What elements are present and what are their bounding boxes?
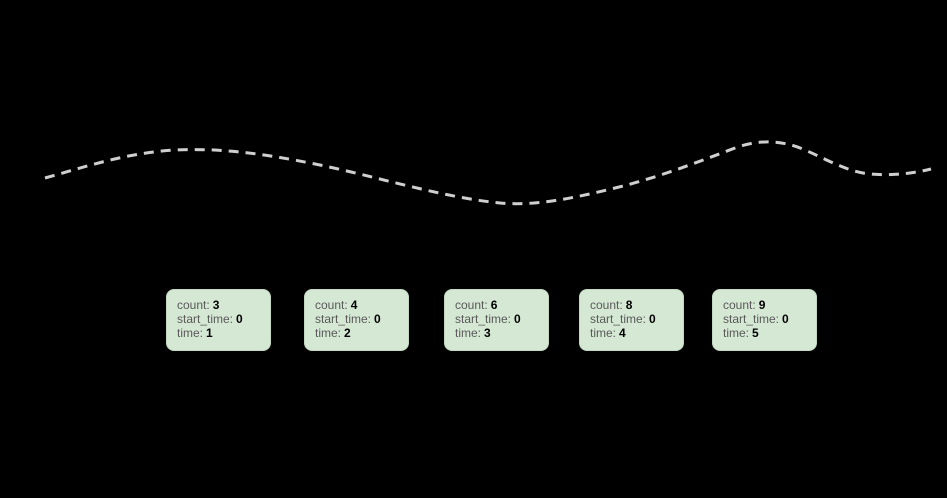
field-value: 0 xyxy=(514,312,521,326)
field-value: 4 xyxy=(350,298,358,312)
record-card-5: count:9 start_time:0 time:5 xyxy=(712,289,817,351)
field-label: time: xyxy=(455,326,482,340)
record-card-3: count:6 start_time:0 time:3 xyxy=(444,289,549,351)
field-label: count: xyxy=(590,298,623,312)
field-label: start_time: xyxy=(455,312,512,326)
record-line: count:3 xyxy=(177,298,264,312)
record-line: count:9 xyxy=(723,298,810,312)
record-line: start_time:0 xyxy=(455,312,542,326)
field-value: 0 xyxy=(374,312,381,326)
record-card-1: count:3 start_time:0 time:1 xyxy=(166,289,271,351)
record-card-4: count:8 start_time:0 time:4 xyxy=(579,289,684,351)
field-label: count: xyxy=(723,298,756,312)
record-line: start_time:0 xyxy=(590,312,677,326)
field-value: 2 xyxy=(344,326,351,340)
field-value: 3 xyxy=(484,326,491,340)
record-line: time:3 xyxy=(455,326,542,340)
field-label: time: xyxy=(723,326,750,340)
field-value: 5 xyxy=(752,326,759,340)
record-card-2: count:4 start_time:0 time:2 xyxy=(304,289,409,351)
field-label: time: xyxy=(590,326,617,340)
field-value: 9 xyxy=(758,298,766,312)
record-line: start_time:0 xyxy=(315,312,402,326)
field-label: start_time: xyxy=(315,312,372,326)
field-label: count: xyxy=(315,298,348,312)
record-line: time:4 xyxy=(590,326,677,340)
record-line: start_time:0 xyxy=(177,312,264,326)
field-value: 1 xyxy=(206,326,213,340)
record-line: count:8 xyxy=(590,298,677,312)
field-value: 0 xyxy=(649,312,656,326)
field-value: 0 xyxy=(236,312,243,326)
field-label: start_time: xyxy=(590,312,647,326)
field-value: 3 xyxy=(212,298,220,312)
dashed-curve xyxy=(44,140,932,206)
record-line: time:1 xyxy=(177,326,264,340)
field-label: count: xyxy=(177,298,210,312)
field-value: 0 xyxy=(782,312,789,326)
record-line: count:6 xyxy=(455,298,542,312)
field-label: count: xyxy=(455,298,488,312)
field-value: 8 xyxy=(625,298,633,312)
field-label: start_time: xyxy=(177,312,234,326)
record-line: start_time:0 xyxy=(723,312,810,326)
record-line: count:4 xyxy=(315,298,402,312)
field-value: 6 xyxy=(490,298,498,312)
field-label: time: xyxy=(177,326,204,340)
record-line: time:2 xyxy=(315,326,402,340)
record-line: time:5 xyxy=(723,326,810,340)
field-label: start_time: xyxy=(723,312,780,326)
field-label: time: xyxy=(315,326,342,340)
field-value: 4 xyxy=(619,326,626,340)
